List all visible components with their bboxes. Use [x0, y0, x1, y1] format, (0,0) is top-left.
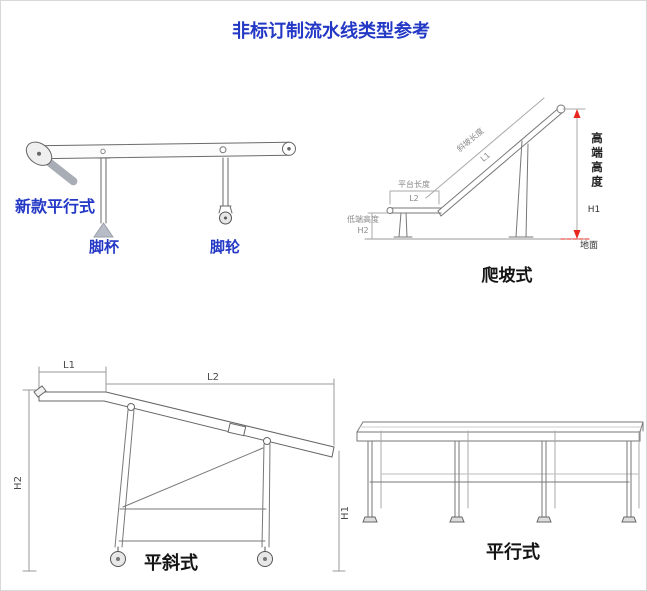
back-legs: [380, 430, 640, 509]
l2-dim: [105, 378, 335, 446]
right-hanger: [263, 437, 271, 445]
diagram-parallel: 平行式: [356, 421, 644, 563]
left-caster: [110, 546, 126, 567]
platform-belt: [386, 207, 442, 214]
slope-length-label: 斜坡长度: [455, 126, 486, 154]
tail-roller-axle: [287, 146, 291, 151]
flat-incline-type-label: 平斜式: [144, 552, 198, 574]
caster-label: 脚轮: [210, 238, 240, 256]
parallel-new-label: 新款平行式: [15, 197, 95, 216]
front-legs: [367, 440, 632, 518]
climbing-type-label: 爬坡式: [482, 265, 533, 286]
drive-roller-axle: [37, 151, 42, 156]
high-height-vertical-label: 高端高度: [590, 132, 604, 190]
low-height-symbol: H2: [357, 226, 368, 235]
slope-length-symbol: L1: [479, 151, 492, 164]
ground-label: 地面: [580, 239, 598, 251]
foot-cup-label: 脚杯: [89, 238, 120, 256]
table-top: [356, 421, 644, 442]
right-leg: [218, 157, 233, 214]
parallel-type-label: 平行式: [486, 541, 540, 563]
left-hanger: [127, 403, 135, 411]
left-leg: [96, 157, 111, 224]
belt-roller-mark-2: [100, 148, 106, 155]
platform-leg: [393, 212, 413, 238]
flat-h2-label: H2: [13, 476, 24, 490]
low-height-dim: [367, 212, 389, 239]
platform-length-dim: [389, 190, 440, 205]
low-height-label: 低端高度: [347, 214, 379, 224]
support-frame: [114, 409, 271, 548]
l1-dim: [38, 366, 107, 392]
incline-leg: [508, 140, 534, 238]
right-caster: [257, 546, 273, 567]
incline-belt: [437, 104, 566, 217]
dim-arrow-top: [573, 109, 581, 118]
diagram-flat-incline: L1 L2 H2 H1 平斜式: [13, 360, 351, 574]
motor-bracket: [43, 156, 78, 186]
flat-l2-label: L2: [207, 372, 219, 383]
dim-arrow-bottom: [573, 230, 581, 239]
platform-length-symbol: L2: [409, 194, 419, 203]
platform-length-label: 平台长度: [398, 179, 430, 189]
flat-h1-label: H1: [340, 506, 351, 520]
belt: [38, 391, 335, 458]
diagram-parallel-new: 新款平行式 脚杯 脚轮: [15, 141, 296, 256]
leg-feet: [362, 516, 637, 523]
high-height-symbol: H1: [588, 205, 601, 215]
h1-dim: [332, 450, 346, 572]
caster-wheel-hub: [224, 216, 227, 220]
page-title: 非标订制流水线类型参考: [232, 20, 430, 42]
h2-dim: [22, 389, 37, 572]
slope-length-dim: [425, 97, 545, 199]
foot-cup-pointer: [93, 222, 114, 238]
belt-assembly: [25, 141, 296, 186]
high-height-dim: [562, 108, 586, 239]
drive-motor: [227, 422, 247, 437]
belt-roller-mark: [219, 146, 227, 154]
belt: [30, 141, 296, 160]
diagram-climbing: 斜坡长度 L1 平台长度 L2 低端高度 H2 H1 地面 爬坡式: [347, 97, 601, 286]
flat-l1-label: L1: [63, 360, 75, 371]
left-end-plate: [33, 385, 47, 398]
